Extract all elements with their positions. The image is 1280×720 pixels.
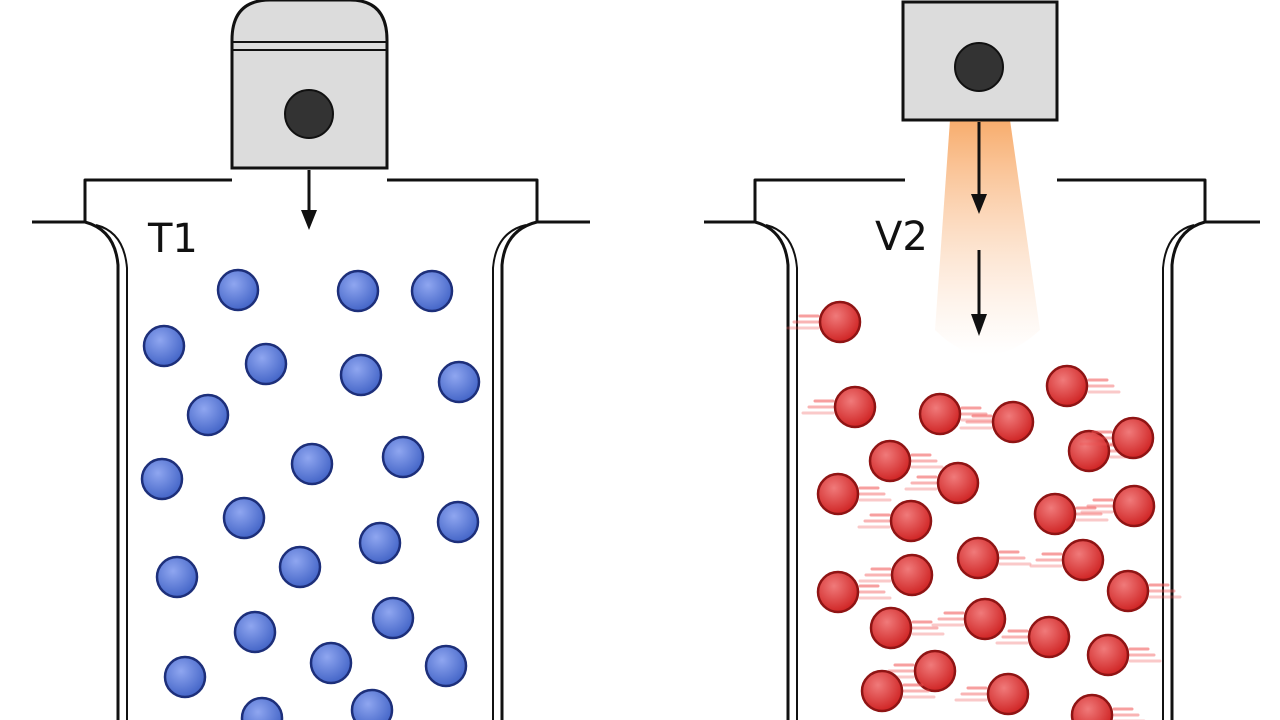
right-cylinder [704, 178, 1260, 720]
hot-molecule-body [1067, 429, 1111, 473]
hot-molecule [1070, 693, 1146, 720]
hot-molecule-body [1086, 633, 1130, 677]
cold-molecule [339, 353, 383, 397]
cold-molecule [142, 324, 186, 368]
hot-molecule-body [1061, 538, 1105, 582]
cold-molecule [290, 442, 334, 486]
hot-molecule [868, 439, 944, 483]
hot-molecule-body [890, 553, 934, 597]
hot-molecule-body [868, 439, 912, 483]
right-piston [901, 0, 1059, 122]
cold-molecules [140, 268, 481, 720]
cold-molecule [233, 610, 277, 654]
cold-molecule [381, 435, 425, 479]
cold-molecule [155, 555, 199, 599]
hot-molecule [1080, 484, 1156, 528]
hot-molecule [816, 570, 892, 614]
hot-molecule-body [986, 672, 1030, 716]
cold-molecule [410, 269, 454, 313]
left-piston [230, 0, 389, 170]
hot-molecule-body [1027, 615, 1071, 659]
hot-molecule-body [1106, 569, 1150, 613]
hot-molecule [881, 649, 957, 693]
hot-molecule [801, 385, 877, 429]
heat-glow [935, 120, 1040, 355]
cold-molecule [436, 500, 480, 544]
hot-molecule [858, 553, 934, 597]
cold-molecule [216, 268, 260, 312]
cold-molecule [350, 688, 394, 720]
hot-molecule-body [1070, 693, 1114, 720]
cold-molecule [424, 644, 468, 688]
hot-molecule [918, 392, 994, 436]
right-cylinder-outline [704, 178, 1260, 720]
hot-molecule [857, 499, 933, 543]
hot-molecule [786, 300, 862, 344]
left-cylinder [32, 178, 590, 720]
hot-molecule-body [1045, 364, 1089, 408]
right-cylinder-inner-wall [765, 224, 1195, 720]
cold-molecule [140, 457, 184, 501]
cold-molecule [309, 641, 353, 685]
hot-molecule-body [833, 385, 877, 429]
right-piston-pin [954, 42, 1004, 92]
hot-molecule [956, 536, 1032, 580]
hot-molecule [1106, 569, 1182, 613]
hot-molecule-body [913, 649, 957, 693]
hot-molecule [860, 669, 936, 713]
hot-molecule [954, 672, 1030, 716]
hot-molecule [904, 461, 980, 505]
left-piston-pin [284, 89, 334, 139]
hot-molecule [959, 400, 1035, 444]
hot-molecule [1033, 492, 1109, 536]
hot-molecule-body [956, 536, 1000, 580]
hot-molecule [1079, 416, 1155, 460]
cold-molecule [186, 393, 230, 437]
cold-molecule [278, 545, 322, 589]
hot-molecule [1086, 633, 1162, 677]
cold-molecule [244, 342, 288, 386]
cold-molecule [371, 596, 415, 640]
cold-molecule [437, 360, 481, 404]
hot-molecule [816, 472, 892, 516]
hot-molecule-body [1033, 492, 1077, 536]
cold-molecule [358, 521, 402, 565]
hot-molecule-body [860, 669, 904, 713]
hot-molecule-body [869, 606, 913, 650]
hot-molecule-body [963, 597, 1007, 641]
hot-molecule-body [1111, 416, 1155, 460]
hot-molecule-body [991, 400, 1035, 444]
hot-molecule [1029, 538, 1105, 582]
hot-molecules [786, 300, 1182, 720]
cold-molecule [336, 269, 380, 313]
hot-molecule [995, 615, 1071, 659]
arrow-down-icon [971, 122, 987, 336]
cold-molecule [163, 655, 207, 699]
hot-molecule [869, 606, 945, 650]
hot-molecule-body [918, 392, 962, 436]
right-label: V2 [875, 214, 928, 260]
left-label: T1 [147, 216, 198, 262]
arrow-down-icon [301, 170, 317, 230]
hot-molecule [931, 597, 1007, 641]
hot-molecule-body [889, 499, 933, 543]
left-cylinder-inner-wall [95, 224, 527, 720]
hot-molecule-body [936, 461, 980, 505]
hot-molecule-body [816, 472, 860, 516]
hot-molecule [1045, 364, 1121, 408]
hot-molecule-body [1112, 484, 1156, 528]
hot-molecule-body [816, 570, 860, 614]
left-cylinder-outline [32, 178, 590, 720]
cold-molecule [240, 696, 284, 720]
hot-molecule-body [818, 300, 862, 344]
cold-molecule [222, 496, 266, 540]
